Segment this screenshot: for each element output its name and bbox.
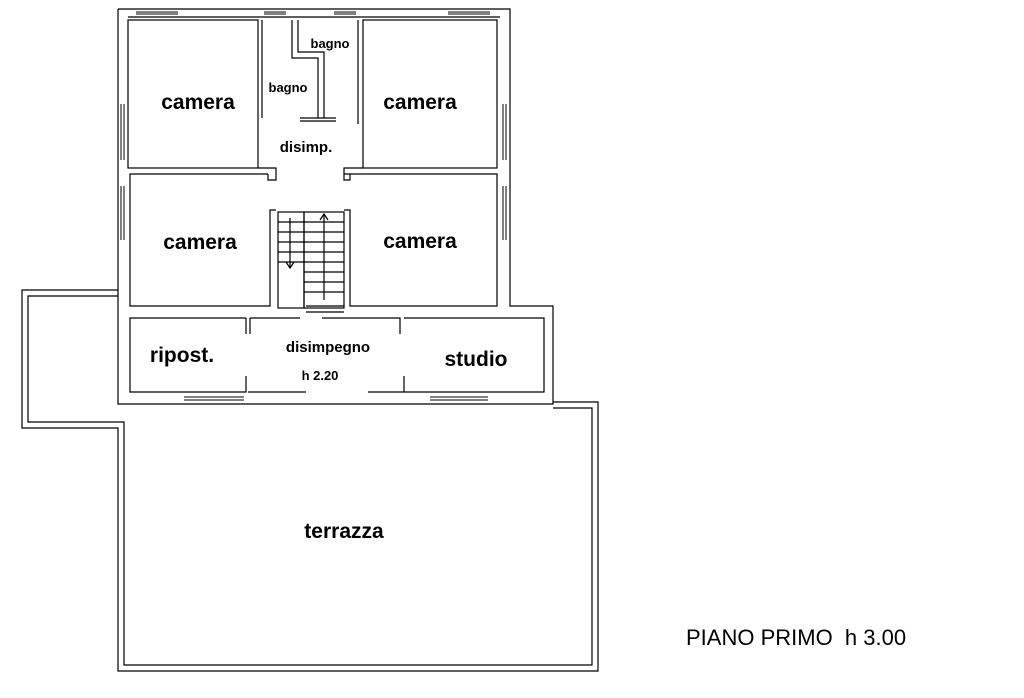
outer-walls xyxy=(117,8,554,405)
label-disimp: disimp. xyxy=(280,139,333,156)
label-camera-top-left: camera xyxy=(161,91,235,114)
room-camera-top-right xyxy=(362,19,498,169)
room-camera-top-left xyxy=(127,19,259,169)
label-ripost: ripost. xyxy=(150,344,214,367)
label-disimpegno-height: h 2.20 xyxy=(302,368,339,383)
room-camera-mid-left xyxy=(129,173,276,307)
bagno-walls xyxy=(261,20,359,124)
label-camera-mid-right: camera xyxy=(383,230,457,253)
label-camera-top-right: camera xyxy=(383,91,457,114)
stairs xyxy=(277,211,345,313)
label-terrazza: terrazza xyxy=(304,520,384,543)
windows xyxy=(120,11,507,401)
bottom-rooms xyxy=(129,317,545,393)
corridor-stubs xyxy=(258,167,363,181)
terrace-outline xyxy=(21,289,599,672)
label-bagno-lower: bagno xyxy=(269,80,308,95)
plan-title: PIANO PRIMO h 3.00 xyxy=(686,625,906,650)
label-studio: studio xyxy=(445,348,508,371)
label-bagno-upper: bagno xyxy=(311,36,350,51)
label-disimpegno: disimpegno xyxy=(286,339,370,356)
room-camera-mid-right xyxy=(344,173,498,307)
label-camera-mid-left: camera xyxy=(163,231,237,254)
